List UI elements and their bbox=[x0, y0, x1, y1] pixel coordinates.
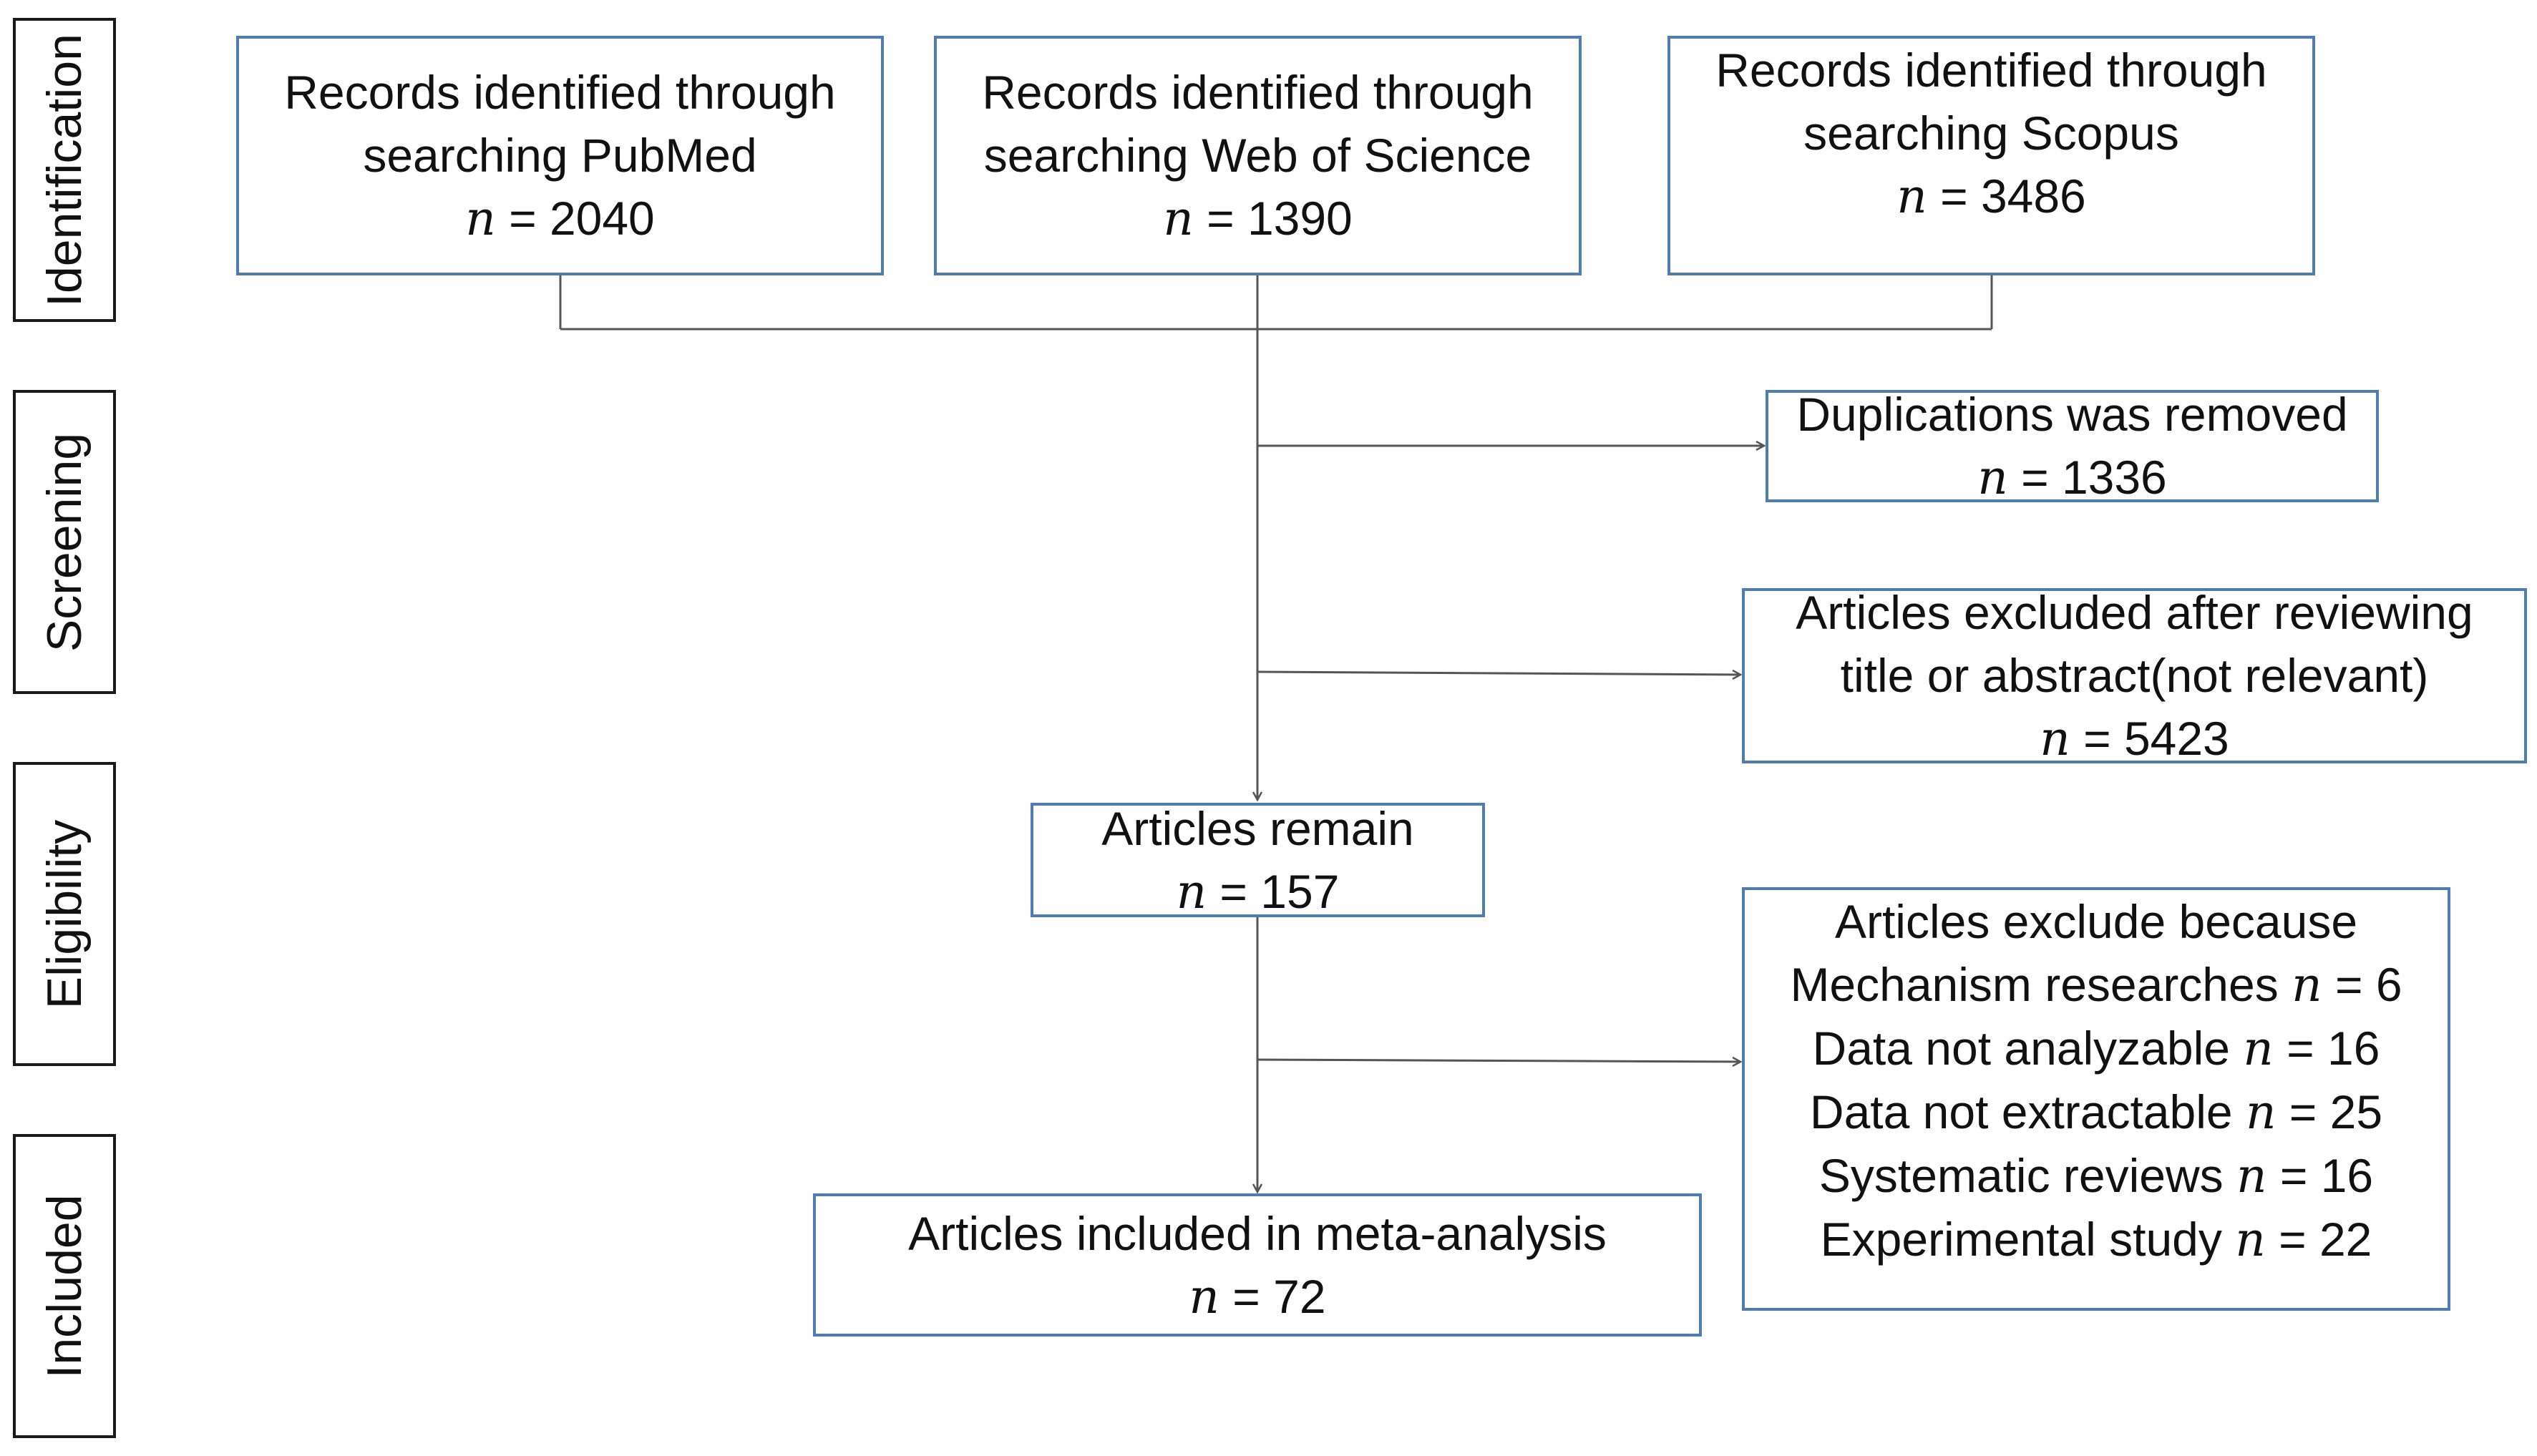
articles-remain-box: Articles remain n = 157 bbox=[1031, 802, 1485, 919]
n-symbol: n bbox=[1896, 169, 1927, 224]
exclude-reason-label: Mechanism researches bbox=[1790, 958, 2279, 1011]
included-meta-analysis-box: Articles included in meta-analysis n = 7… bbox=[813, 1193, 1702, 1337]
n-symbol: n bbox=[465, 191, 496, 246]
wos-count-line: n = 1390 bbox=[1163, 187, 1353, 250]
n-symbol: n bbox=[2245, 1085, 2277, 1140]
exclude-reason-count: = 16 bbox=[2287, 1022, 2380, 1075]
exclude-reason-item: Data not extractable n = 25 bbox=[1810, 1080, 2382, 1144]
exclude-reason-count: = 25 bbox=[2289, 1085, 2383, 1138]
n-symbol: n bbox=[2243, 1021, 2274, 1076]
exclude-reason-label: Systematic reviews bbox=[1818, 1149, 2236, 1202]
phase-included: Included bbox=[13, 1134, 116, 1438]
n-symbol: n bbox=[2292, 957, 2322, 1012]
scopus-count: = 3486 bbox=[1940, 170, 2086, 223]
phase-eligibility: Eligibility bbox=[13, 762, 116, 1066]
pubmed-count-line: n = 2040 bbox=[465, 187, 655, 250]
wos-records-box: Records identified through searching Web… bbox=[934, 36, 1582, 275]
duplicates-removed-box: Duplications was removed n = 1336 bbox=[1766, 388, 2379, 505]
scopus-records-box: Records identified through searching Sco… bbox=[1667, 36, 2315, 275]
scopus-line1: Records identified through bbox=[1715, 44, 2267, 97]
exclude-reason-item: Systematic reviews n = 16 bbox=[1819, 1144, 2373, 1208]
pubmed-records-box: Records identified through searching Pub… bbox=[236, 36, 884, 275]
n-symbol: n bbox=[2235, 1212, 2266, 1267]
phase-identification: Identification bbox=[13, 18, 116, 322]
pubmed-line2: searching PubMed bbox=[363, 129, 757, 182]
exclude-reason-item: Data not analyzable n = 16 bbox=[1813, 1017, 2380, 1080]
scopus-count-line: n = 3486 bbox=[1896, 165, 2086, 228]
pubmed-count: = 2040 bbox=[509, 192, 655, 245]
connector-to-excluded-title bbox=[1257, 672, 1740, 675]
excluded-title-count: = 5423 bbox=[2083, 712, 2229, 765]
duplicates-line1: Duplications was removed bbox=[1796, 388, 2348, 441]
remain-count-line: n = 157 bbox=[1177, 860, 1340, 924]
exclude-reason-label: Experimental study bbox=[1820, 1213, 2222, 1266]
phase-screening: Screening bbox=[13, 390, 116, 694]
wos-line1: Records identified through bbox=[982, 66, 1534, 119]
exclude-reasons-box: Articles exclude because Mechanism resea… bbox=[1742, 887, 2450, 1311]
n-symbol: n bbox=[2040, 711, 2070, 766]
excluded-title-abstract-box: Articles excluded after reviewing title … bbox=[1742, 586, 2527, 766]
exclude-reason-label: Data not extractable bbox=[1809, 1085, 2233, 1138]
exclude-reason-item: Mechanism researches n = 6 bbox=[1790, 953, 2402, 1017]
n-symbol: n bbox=[1977, 450, 2008, 505]
remain-count: = 157 bbox=[1219, 864, 1340, 918]
duplicates-count: = 1336 bbox=[2021, 451, 2167, 504]
exclude-reason-count: = 16 bbox=[2279, 1149, 2374, 1202]
included-count-line: n = 72 bbox=[1189, 1265, 1325, 1329]
exclude-reasons-heading: Articles exclude because bbox=[1834, 895, 2358, 948]
exclude-reason-item: Experimental study n = 22 bbox=[1821, 1208, 2372, 1271]
excluded-title-count-line: n = 5423 bbox=[2040, 707, 2229, 771]
n-symbol: n bbox=[2236, 1148, 2267, 1203]
n-symbol: n bbox=[1163, 191, 1194, 246]
n-symbol: n bbox=[1176, 864, 1207, 919]
excluded-title-line1: Articles excluded after reviewing bbox=[1796, 586, 2473, 639]
exclude-reason-count: = 6 bbox=[2334, 958, 2402, 1011]
n-symbol: n bbox=[1189, 1269, 1219, 1324]
connector-to-exclude-reasons bbox=[1257, 1060, 1740, 1062]
scopus-line2: searching Scopus bbox=[1803, 107, 2179, 160]
pubmed-line1: Records identified through bbox=[284, 66, 836, 119]
remain-line1: Articles remain bbox=[1101, 801, 1414, 855]
included-line1: Articles included in meta-analysis bbox=[908, 1206, 1607, 1260]
included-count: = 72 bbox=[1232, 1269, 1326, 1323]
exclude-reason-label: Data not analyzable bbox=[1812, 1022, 2230, 1075]
exclude-reason-count: = 22 bbox=[2279, 1213, 2372, 1266]
wos-count: = 1390 bbox=[1207, 192, 1353, 245]
excluded-title-line2: title or abstract(not relevant) bbox=[1840, 649, 2429, 702]
duplicates-count-line: n = 1336 bbox=[1977, 446, 2167, 509]
wos-line2: searching Web of Science bbox=[983, 129, 1532, 182]
